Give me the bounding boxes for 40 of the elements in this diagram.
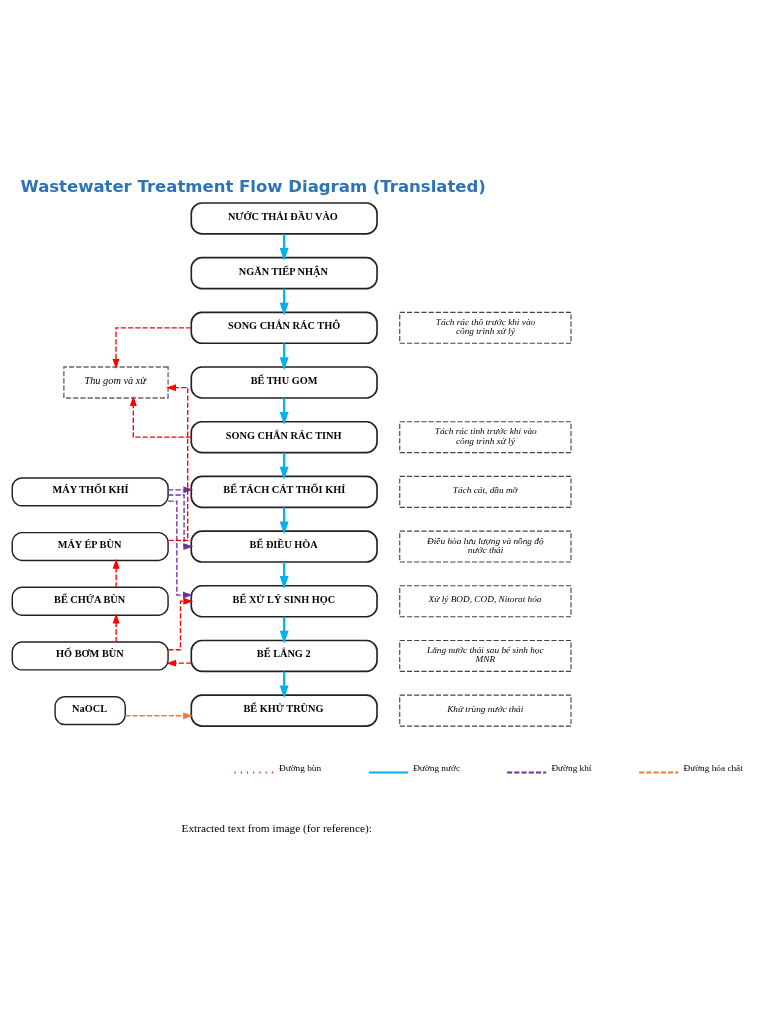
node-box: BỂ KHỬ TRÙNG	[190, 694, 378, 727]
legend-label: Đường hóa chất	[683, 762, 743, 773]
node-box: Tách rác tinh trước khi vào công trình xử lý	[399, 421, 572, 454]
legend-label: Đường bùn	[279, 762, 322, 773]
arrow	[167, 486, 194, 494]
node-box: Lắng nước thải sau bể sinh học MNR	[399, 639, 572, 672]
node-box: Điều hòa lưu lượng và nồng độ nước thải	[399, 530, 572, 563]
node-box: BỂ TÁCH CÁT THỔI KHÍ	[190, 475, 378, 509]
arrow	[167, 500, 193, 599]
node-box: BỂ THU GOM	[190, 366, 378, 399]
node-box: MÁY THỔI KHÍ	[11, 477, 169, 507]
node-box: BỂ LẮNG 2	[190, 639, 378, 673]
node-box: Tách rác thô trước khi vào công trình xử lý	[399, 311, 572, 344]
arrow	[112, 558, 120, 588]
node-box: Khử trùng nước thải	[399, 694, 572, 727]
arrow	[167, 494, 194, 551]
arrow	[124, 712, 194, 720]
arrow	[167, 597, 194, 651]
node-box: Thu gom và xử	[63, 366, 169, 399]
node-box: MÁY ÉP BÙN	[11, 531, 169, 562]
arrow	[166, 384, 189, 542]
arrow	[112, 613, 120, 643]
arrow	[112, 327, 192, 369]
node-box: BỂ CHỨA BÙN	[11, 586, 169, 616]
diagram-title: Wastewater Treatment Flow Diagram (Translated)	[20, 177, 486, 197]
legend-label: Đường nước	[413, 762, 461, 773]
node-box: Tách cát, dầu mỡ	[399, 475, 572, 508]
node-box: SONG CHẮN RÁC THÔ	[190, 311, 378, 345]
node-box: HỐ BƠM BÙN	[11, 641, 169, 671]
arrow	[166, 659, 192, 667]
node-box: BỂ XỬ LÝ SINH HỌC	[190, 584, 378, 618]
node-box: BỂ ĐIỀU HÒA	[190, 530, 378, 563]
label: Extracted text from image (for reference):	[181, 822, 373, 835]
node-box: NGĂN TIẾP NHẬN	[190, 256, 378, 290]
node-box: SONG CHẮN RÁC TINH	[190, 420, 378, 454]
legend-label: Đường khí	[551, 762, 592, 773]
arrow	[129, 396, 192, 438]
node-box: NƯỚC THẢI ĐẦU VÀO	[190, 202, 378, 235]
node-box: NaOCL	[54, 696, 126, 726]
node-box: Xử lý BOD, COD, Nitorat hóa	[399, 585, 572, 618]
